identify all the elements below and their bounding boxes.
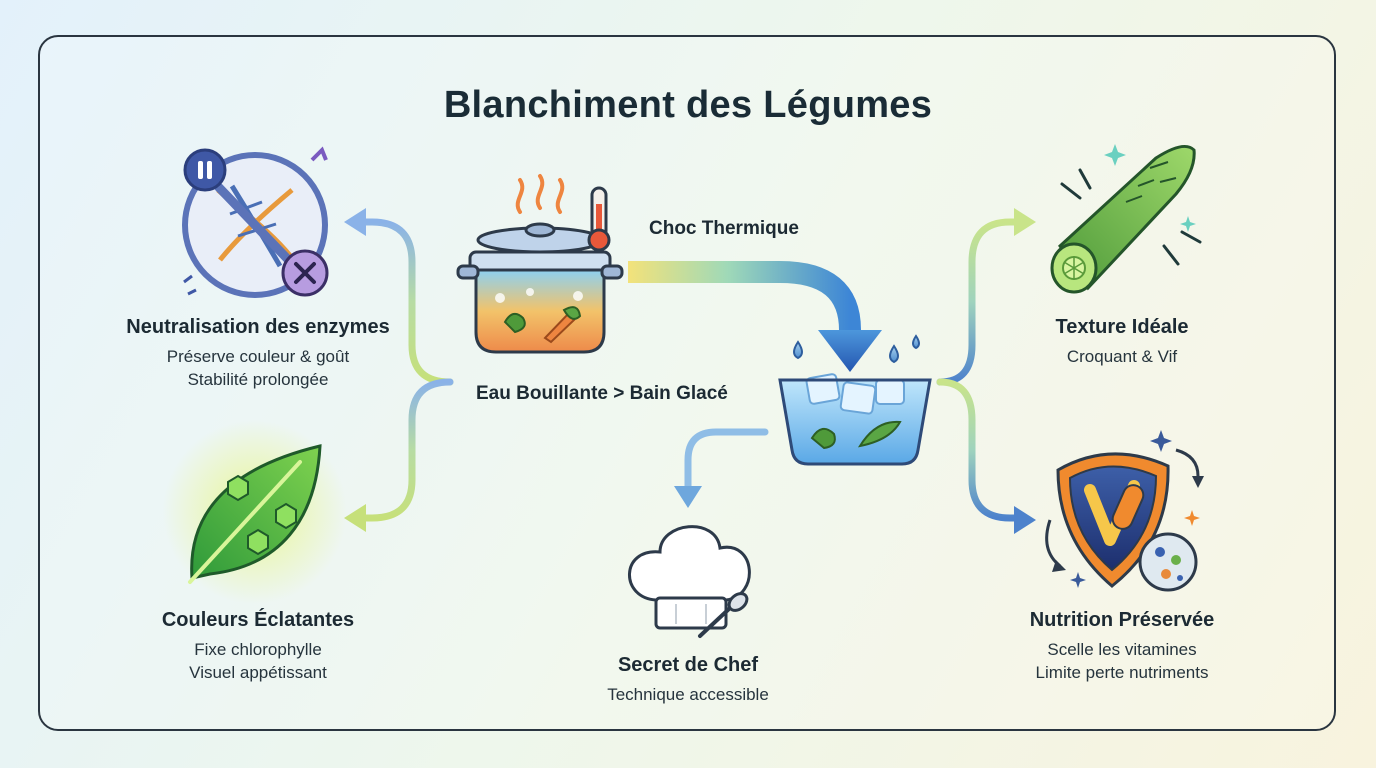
chef-description: Technique accessible <box>538 683 838 706</box>
nutrition-title: Nutrition Préservée <box>1029 609 1215 631</box>
arrow-to-chef <box>684 428 769 494</box>
vitamin-shield-icon <box>1045 430 1204 592</box>
page-title: Blanchiment des Légumes <box>443 84 933 126</box>
asparagus-icon <box>1050 144 1202 294</box>
enzymes-description: Préserve couleur & goût Stabilité prolon… <box>108 345 408 391</box>
colors-line-1: Fixe chlorophylle <box>194 640 322 659</box>
texture-title: Texture Idéale <box>1055 316 1189 338</box>
arrow-to-texture <box>1014 208 1036 236</box>
ice-bath-icon <box>778 334 932 466</box>
chef-hat-icon <box>628 525 751 638</box>
colors-title: Couleurs Éclatantes <box>161 609 355 631</box>
thermometer-icon <box>587 186 611 252</box>
right-branch-connector <box>936 218 1024 522</box>
enzymes-line-2: Stabilité prolongée <box>187 370 329 389</box>
texture-description: Croquant & Vif <box>972 345 1272 368</box>
arrow-to-colors <box>344 504 366 532</box>
arrow-to-enzymes <box>344 208 366 236</box>
nutrition-line-2: Limite perte nutriments <box>1035 663 1209 682</box>
thermal-shock-label: Choc Thermique <box>649 218 799 239</box>
chef-title: Secret de Chef <box>617 654 759 676</box>
arrow-to-nutrition <box>1014 506 1036 534</box>
thermal-shock-arrow <box>628 261 882 372</box>
process-flow-label: Eau Bouillante > Bain Glacé <box>476 383 728 404</box>
nutrition-line-1: Scelle les vitamines <box>1047 640 1197 659</box>
chef-line-1: Technique accessible <box>607 685 769 704</box>
colors-description: Fixe chlorophylle Visuel appétissant <box>108 638 408 684</box>
nutrition-description: Scelle les vitamines Limite perte nutrim… <box>972 638 1272 684</box>
boiling-pot-icon <box>456 174 624 354</box>
leaf-icon <box>163 420 347 604</box>
texture-line-1: Croquant & Vif <box>1066 347 1178 366</box>
colors-line-2: Visuel appétissant <box>189 663 327 682</box>
left-branch-connector <box>354 218 454 522</box>
enzyme-stop-icon <box>182 146 329 298</box>
enzymes-line-1: Préserve couleur & goût <box>166 347 350 366</box>
enzymes-title: Neutralisation des enzymes <box>126 316 390 338</box>
